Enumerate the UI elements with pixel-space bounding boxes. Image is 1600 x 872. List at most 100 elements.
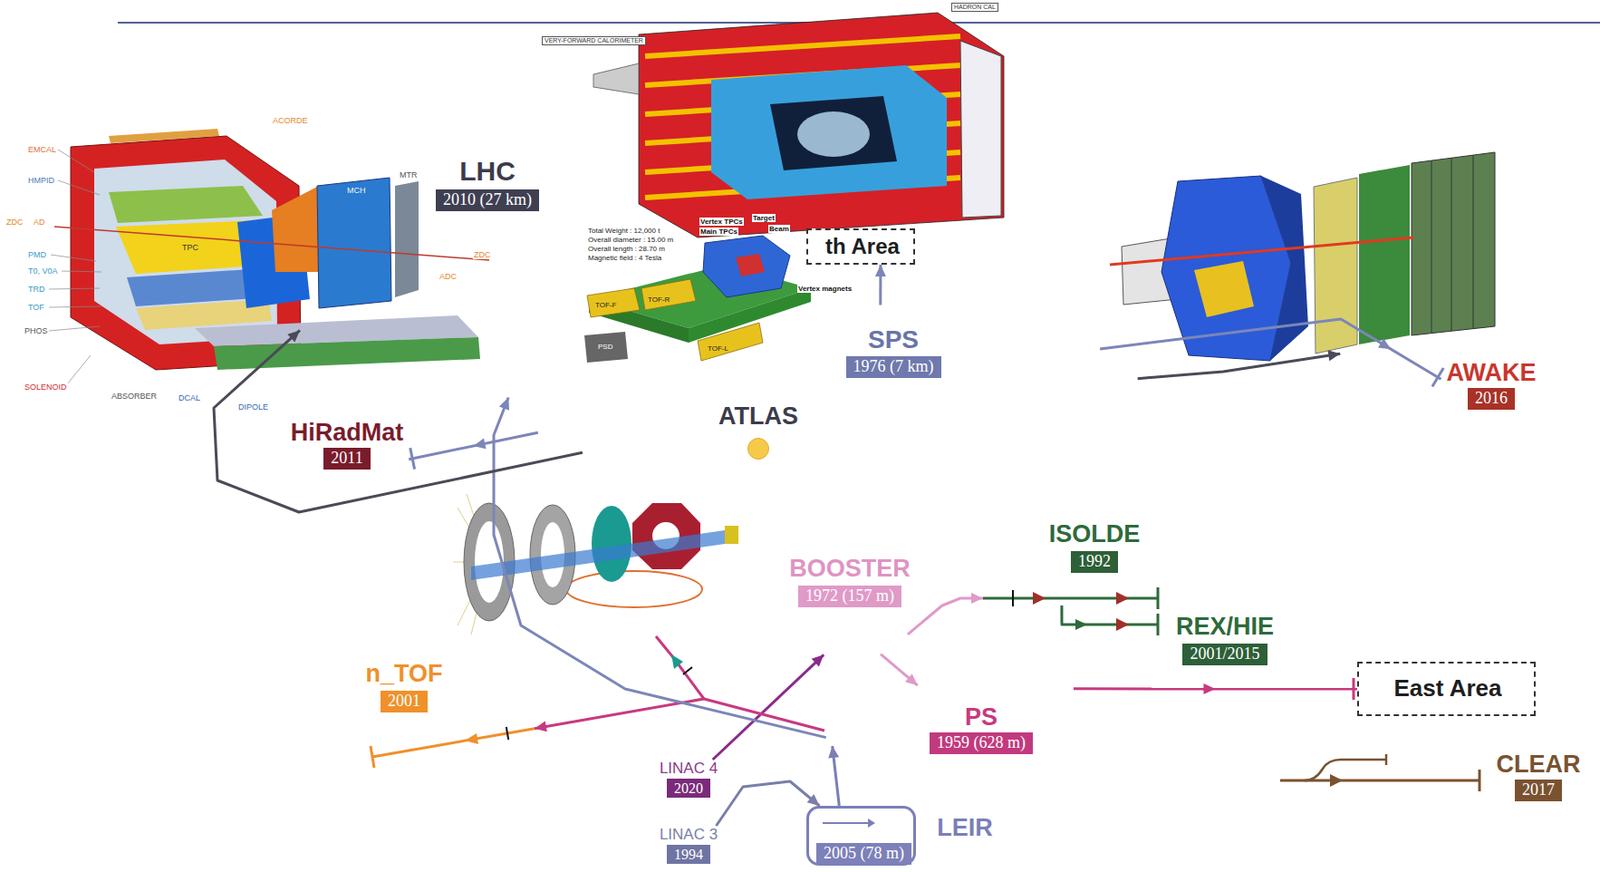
lhcb-detector (1109, 152, 1495, 361)
clear-beamline (1280, 753, 1480, 791)
lhcb-detector (1473, 154, 1475, 328)
ad-elena-decelerator (591, 505, 632, 582)
accelerator-name: PS (964, 703, 998, 731)
accelerator-name: LINAC 4 (659, 759, 718, 777)
year-badge: 1972 (157 m) (798, 585, 902, 608)
ad-elena-decelerator (453, 493, 739, 635)
clear-beamline (1330, 773, 1343, 787)
experiment-area: th Area (806, 228, 916, 265)
experiment-point: ATLAS (713, 402, 804, 463)
part-label: TOF (27, 302, 46, 312)
ntof-beamline (506, 726, 509, 740)
part-label: ABSORBER (110, 391, 158, 401)
lhcb-detector (1411, 152, 1495, 336)
na61-detector (703, 235, 791, 298)
part-label: DIPOLE (237, 402, 270, 412)
part-label: EMCAL (27, 144, 58, 155)
part-label: TOF-L (706, 344, 730, 353)
year-badge: 2001 (380, 690, 428, 713)
beam-line (880, 654, 918, 686)
part-label: Total Weight : 12,000 t (587, 226, 661, 235)
experiment-area: AWAKE2016 (1440, 358, 1542, 410)
ntof-beamline (370, 745, 375, 768)
part-label: DCAL (177, 393, 202, 403)
cms-detector (645, 36, 961, 57)
experiment-area: n_TOF2001 (362, 657, 535, 767)
ring-outline (788, 623, 912, 656)
beam-line (907, 597, 984, 635)
part-label: HMPID (27, 175, 56, 185)
arrow-head (905, 673, 918, 685)
alice-detector (54, 226, 490, 261)
year-badge: 2020 (666, 778, 711, 798)
beam-line (1061, 605, 1088, 625)
end-stop (1432, 367, 1444, 387)
experiment-area: HiRadMat2011 (285, 418, 410, 470)
ring-outline (265, 83, 1408, 452)
ntof-beamline (370, 726, 535, 768)
accelerator-name: CLEAR (1496, 750, 1581, 778)
interaction-point (747, 437, 770, 460)
ad-elena-decelerator (566, 570, 703, 608)
isolde-beamline (1032, 591, 1046, 605)
alice-detector (48, 288, 100, 290)
experiment-area: East Area (1357, 661, 1536, 716)
ring-outline (788, 623, 912, 656)
year-badge: 1976 (7 km) (846, 356, 942, 378)
clear-beamline (1385, 753, 1388, 765)
alice-detector (67, 355, 91, 385)
arrow-head (1378, 337, 1391, 349)
cms-detector (960, 40, 1002, 218)
alice-detector (108, 185, 263, 223)
synchrotron-ring: PS1959 (628 m) (824, 680, 1147, 781)
alice-detector (395, 181, 419, 298)
alice-detector (271, 185, 323, 272)
ring-outline (508, 303, 1143, 485)
linear-accelerator: LINAC 31994 (654, 825, 723, 864)
accelerator-name: ISOLDE (1049, 520, 1141, 548)
arrow-head (1203, 683, 1215, 694)
ntof-beamline (464, 732, 479, 744)
rex-hie-beamline (1116, 617, 1129, 631)
year-badge: 2005 (78 m) (816, 842, 912, 865)
accelerator-name: th Area (825, 234, 900, 260)
na61-detector (641, 279, 696, 310)
lhcb-detector (1194, 260, 1254, 318)
lhcb-detector (1109, 237, 1414, 265)
alice-detector (48, 326, 100, 331)
isolde-beamline (1156, 587, 1160, 609)
arrow-head (807, 793, 820, 806)
beam-line (716, 780, 820, 826)
arrow-head (828, 745, 839, 759)
lhcb-detector (1431, 160, 1433, 333)
alice-detector (213, 337, 481, 370)
synchrotron-ring: LEIR2005 (78 m) (806, 805, 916, 866)
na61-detector (587, 288, 640, 318)
arrow-head (473, 437, 487, 449)
accelerator-name: LINAC 3 (659, 825, 718, 843)
rex-hie-beamline (1156, 613, 1160, 636)
rex-hie-beamline (1087, 613, 1158, 636)
synchrotron-ring: SPS1976 (7 km)ATLAS (508, 303, 1143, 485)
leir-circulation (822, 821, 870, 824)
accelerator-name: LHC (459, 155, 516, 187)
year-badge: 2011 (323, 447, 370, 470)
part-label: TRD (27, 284, 47, 294)
ad-elena-decelerator (474, 520, 504, 603)
part-label: Beam (768, 224, 791, 233)
ntof-beamline (372, 728, 535, 757)
part-label: TOF-F (594, 300, 617, 309)
part-label: T0, V0A (27, 266, 59, 276)
arrow-head (1075, 618, 1088, 630)
accelerator-name: HiRadMat (290, 418, 405, 446)
lhcb-detector (1261, 175, 1309, 361)
cms-detector (797, 111, 870, 157)
part-label: ZDC (472, 250, 492, 260)
end-stop (1351, 677, 1355, 700)
alice-detector (48, 306, 102, 308)
accelerator-name: REX/HIE (1175, 612, 1274, 640)
cms-detector (711, 65, 947, 200)
isolde-beamline (1012, 589, 1014, 607)
accelerator-name: AWAKE (1445, 358, 1536, 386)
beam-line (1073, 686, 1358, 690)
